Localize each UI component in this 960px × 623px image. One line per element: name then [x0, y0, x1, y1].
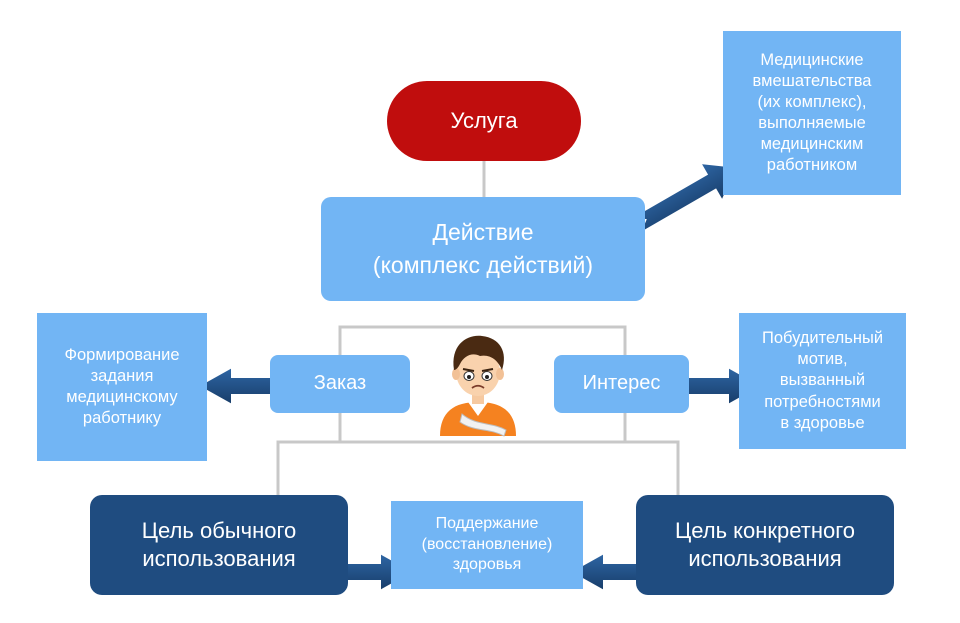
- interest-node: Интерес: [554, 355, 689, 413]
- connector-action-branches: [338, 325, 627, 355]
- person-with-arm-sling-icon: [440, 335, 516, 437]
- action-node: Действие (комплекс действий): [321, 197, 645, 301]
- health-node: Поддержание (восстановление) здоровья: [391, 501, 583, 589]
- service-node: Услуга: [387, 81, 581, 161]
- motive-node: Побудительный мотив, вызванный потребнос…: [739, 313, 906, 449]
- usual-goal-node: Цель обычного использования: [90, 495, 348, 595]
- order-node: Заказ: [270, 355, 410, 413]
- connector-bottom-goals: [276, 440, 680, 495]
- specific-goal-node: Цель конкретного использования: [636, 495, 894, 595]
- interventions-node: Медицинские вмешательства (их комплекс),…: [723, 31, 901, 195]
- task-forming-node: Формирование задания медицинскому работн…: [37, 313, 207, 461]
